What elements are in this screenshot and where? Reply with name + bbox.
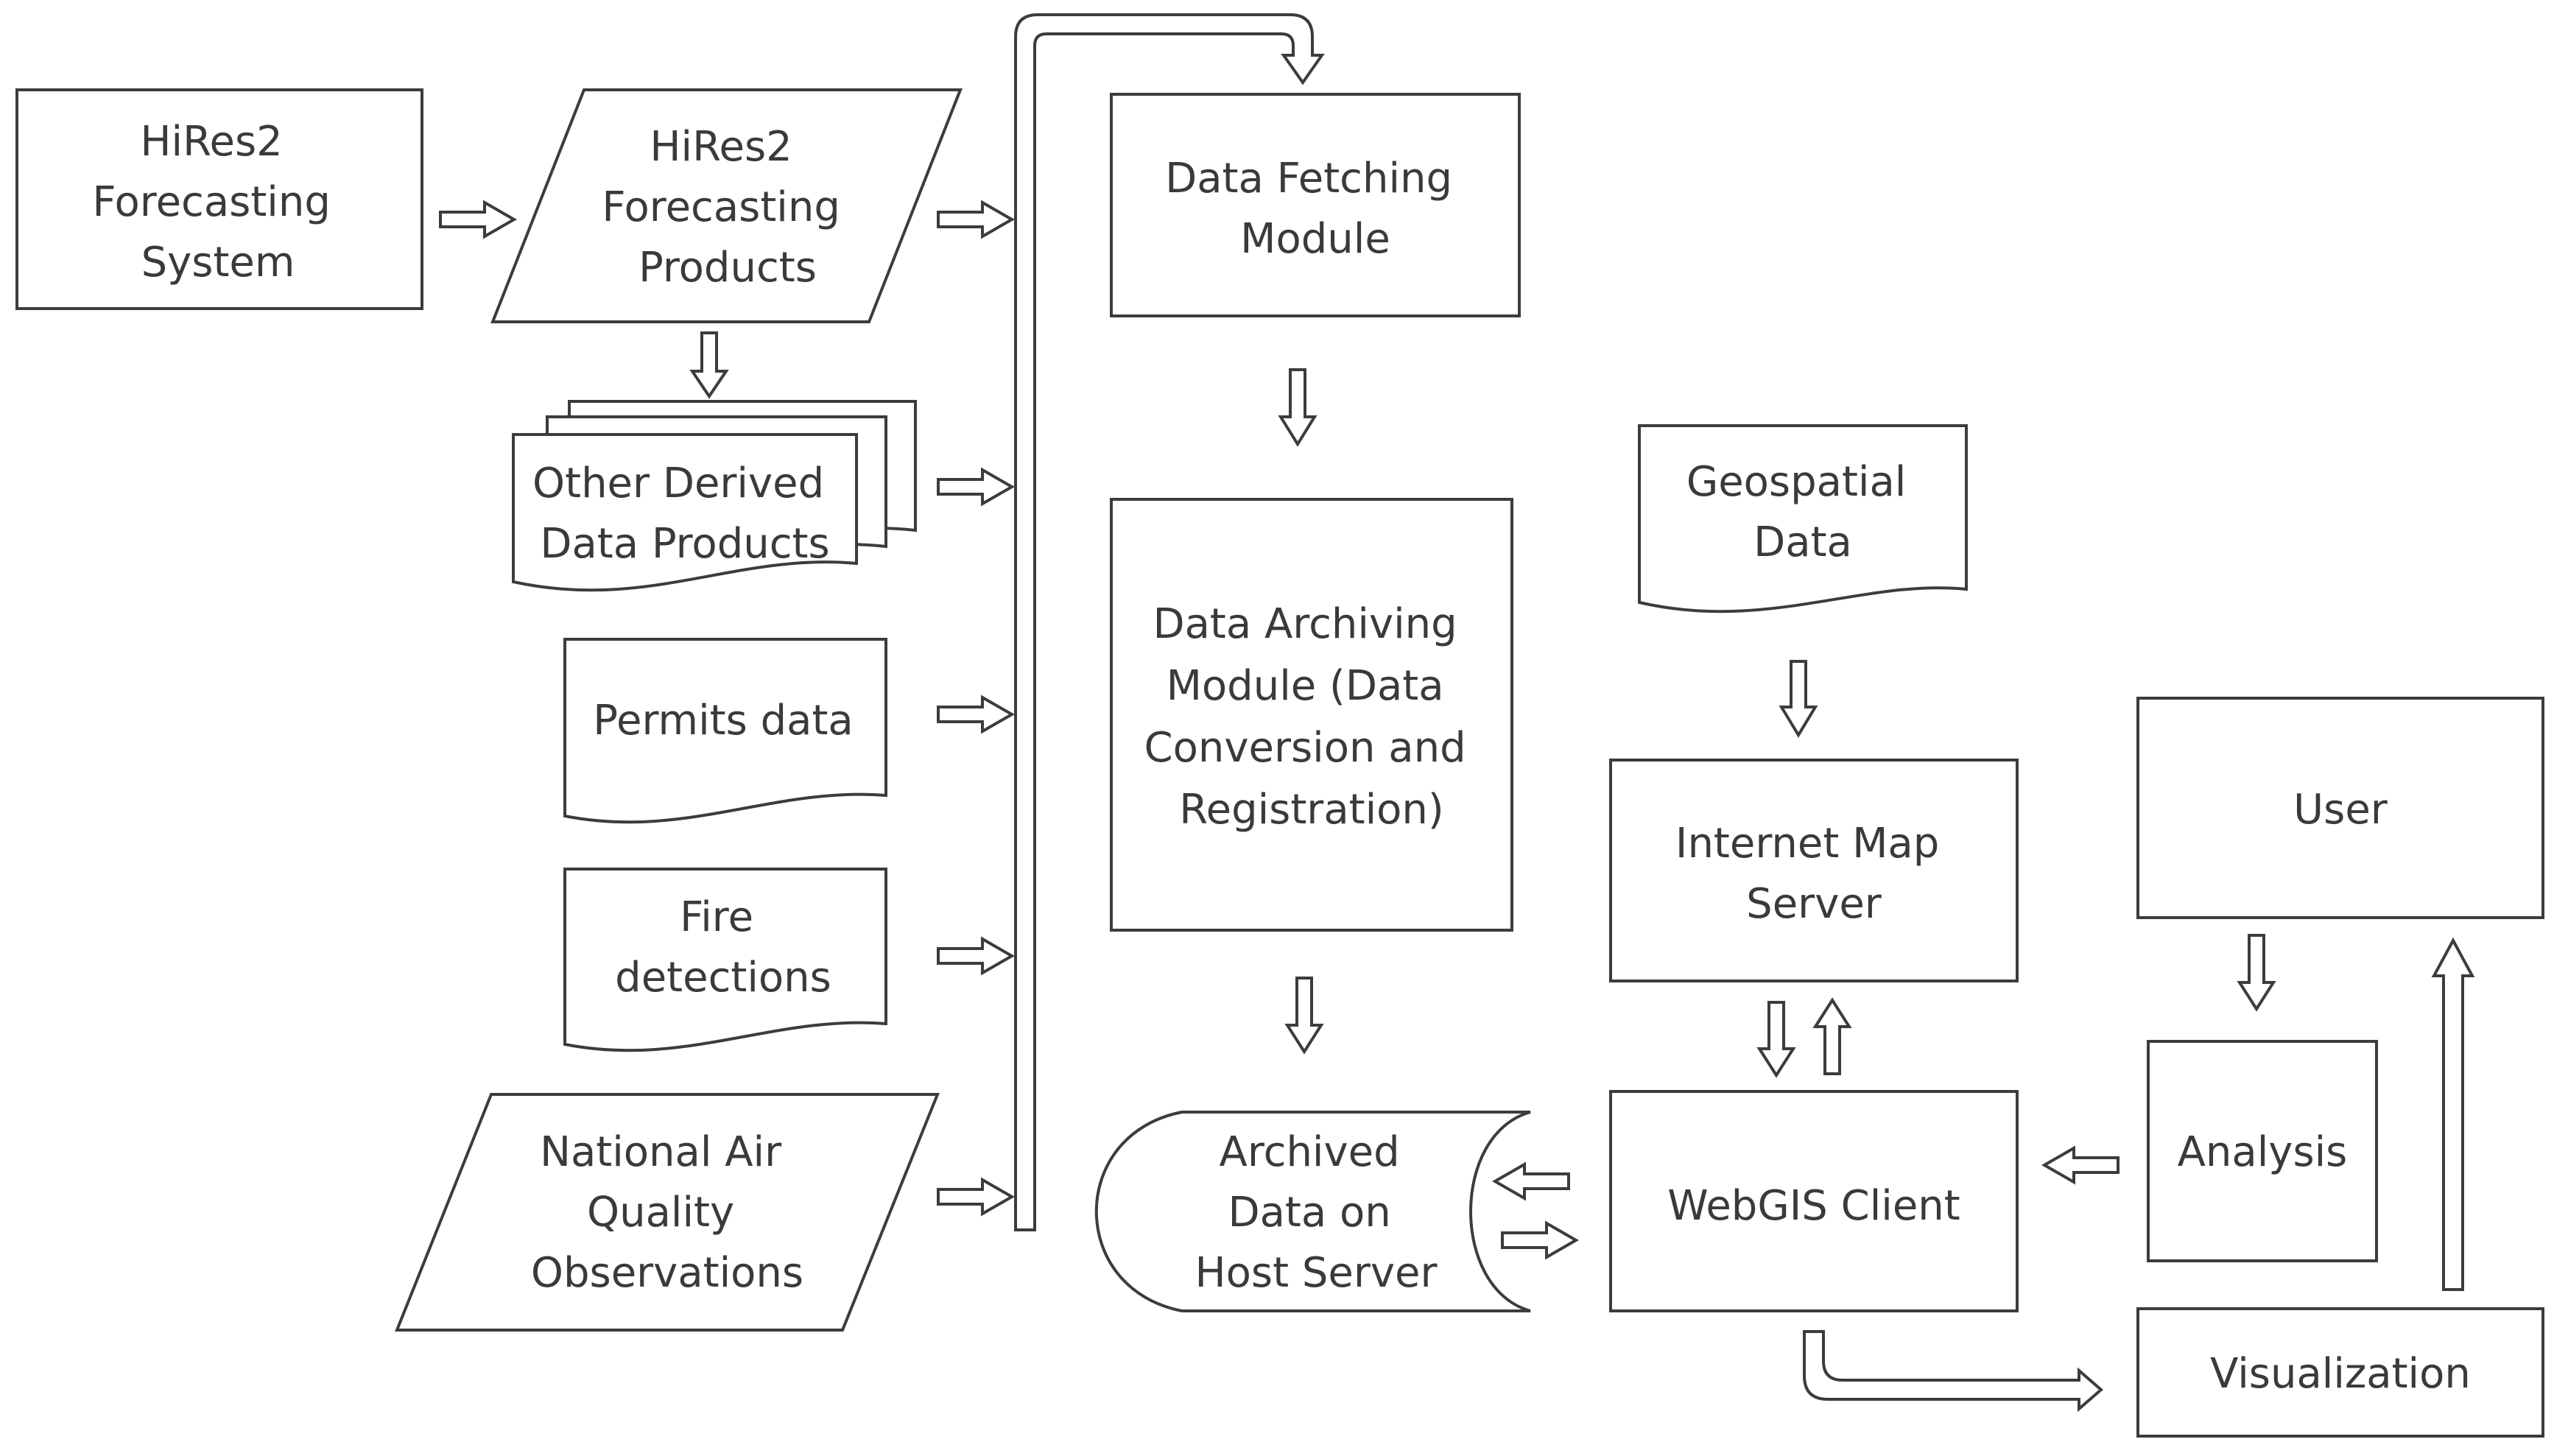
- geospatial-label: Geospatial Data: [1686, 458, 1919, 566]
- label-line: Module: [1240, 215, 1390, 263]
- products-to-derived-arrow: [689, 331, 729, 399]
- input-bus-arrow: [1014, 13, 1325, 1231]
- permits-label: Permits data: [593, 697, 853, 745]
- naqo-to-bus-arrow: [937, 1177, 1016, 1217]
- hires2-products-label: HiRes2 Forecasting Products: [602, 123, 853, 292]
- hires2-products-shape: [490, 88, 963, 323]
- products-to-bus-arrow: [937, 200, 1016, 239]
- data-archiving-label: Data Archiving Module (Data Conversion a…: [1144, 600, 1480, 834]
- label-line: System: [141, 239, 295, 286]
- label-line: detections: [615, 954, 831, 1002]
- label-line: Quality: [587, 1189, 734, 1237]
- webgis-to-ims-arrow: [1812, 997, 1852, 1075]
- label-line: Fire: [680, 893, 753, 941]
- fire-to-bus-arrow: [937, 936, 1016, 976]
- visualization-box: [2136, 1307, 2544, 1438]
- hires2-system-box: [15, 88, 423, 310]
- data-fetching-label: Data Fetching Module: [1165, 155, 1466, 263]
- label-line: Forecasting: [92, 178, 331, 226]
- archiving-to-archived-arrow: [1284, 977, 1324, 1055]
- label-line: Observations: [531, 1249, 803, 1297]
- label-line: Data: [1753, 518, 1852, 566]
- webgis-to-visualization-arrow: [1803, 1330, 2104, 1413]
- label-line: Conversion and: [1144, 724, 1466, 772]
- geospatial-to-ims-arrow: [1779, 660, 1818, 738]
- other-derived-doc-front: [512, 433, 858, 592]
- naqo-label: National Air Quality Observations: [531, 1128, 803, 1297]
- label-line: Host Server: [1195, 1249, 1438, 1297]
- other-derived-label: Other Derived Data Products: [532, 460, 837, 568]
- label-line: Data Products: [540, 520, 829, 568]
- webgis-box: [1609, 1090, 2019, 1312]
- analysis-to-webgis-arrow: [2041, 1145, 2119, 1185]
- label-line: HiRes2: [140, 118, 282, 166]
- ims-to-webgis-arrow: [1756, 1001, 1796, 1078]
- visualization-label: Visualization: [2210, 1350, 2471, 1398]
- fetching-to-archiving-arrow: [1278, 368, 1318, 447]
- fire-label: Fire detections: [615, 893, 831, 1002]
- label-line: National Air: [540, 1128, 782, 1176]
- label-line: HiRes2: [650, 123, 792, 171]
- data-archiving-box: [1110, 498, 1513, 932]
- label-line: Registration): [1179, 786, 1444, 834]
- fire-doc: [563, 868, 887, 1052]
- label-line: Archived: [1220, 1128, 1400, 1176]
- permits-to-bus-arrow: [937, 694, 1016, 734]
- label-line: Geospatial: [1686, 458, 1907, 506]
- label-line: Products: [638, 244, 817, 292]
- user-box: [2136, 697, 2544, 919]
- label-line: Server: [1746, 880, 1882, 928]
- label-line: Internet Map: [1675, 820, 1939, 868]
- analysis-label: Analysis: [2178, 1128, 2348, 1176]
- analysis-box: [2147, 1040, 2378, 1262]
- label-line: Data on: [1228, 1189, 1390, 1237]
- naqo-shape: [395, 1093, 940, 1332]
- webgis-to-archive-arrow: [1491, 1161, 1570, 1201]
- user-label: User: [2293, 786, 2388, 834]
- archived-data-label: Archived Data on Host Server: [1195, 1128, 1438, 1297]
- archive-to-webgis-arrow: [1501, 1220, 1580, 1260]
- ims-label: Internet Map Server: [1675, 820, 1952, 928]
- hires2-system-label: HiRes2 Forecasting System: [92, 118, 343, 286]
- label-line: Other Derived: [532, 460, 824, 507]
- label-line: Forecasting: [602, 183, 840, 231]
- archived-data-shape: [1094, 1111, 1531, 1312]
- derived-to-bus-arrow: [937, 467, 1016, 507]
- label-line: Module (Data: [1167, 662, 1444, 710]
- system-to-products-arrow: [439, 200, 518, 239]
- visualization-to-user-arrow: [2431, 937, 2475, 1291]
- label-line: Data Fetching: [1165, 155, 1452, 203]
- data-fetching-box: [1110, 93, 1521, 317]
- label-line: Data Archiving: [1153, 600, 1457, 648]
- user-to-analysis-arrow: [2237, 934, 2276, 1012]
- geospatial-doc: [1638, 424, 1968, 613]
- ims-box: [1609, 759, 2019, 982]
- permits-doc: [563, 638, 887, 824]
- webgis-label: WebGIS Client: [1667, 1182, 1960, 1230]
